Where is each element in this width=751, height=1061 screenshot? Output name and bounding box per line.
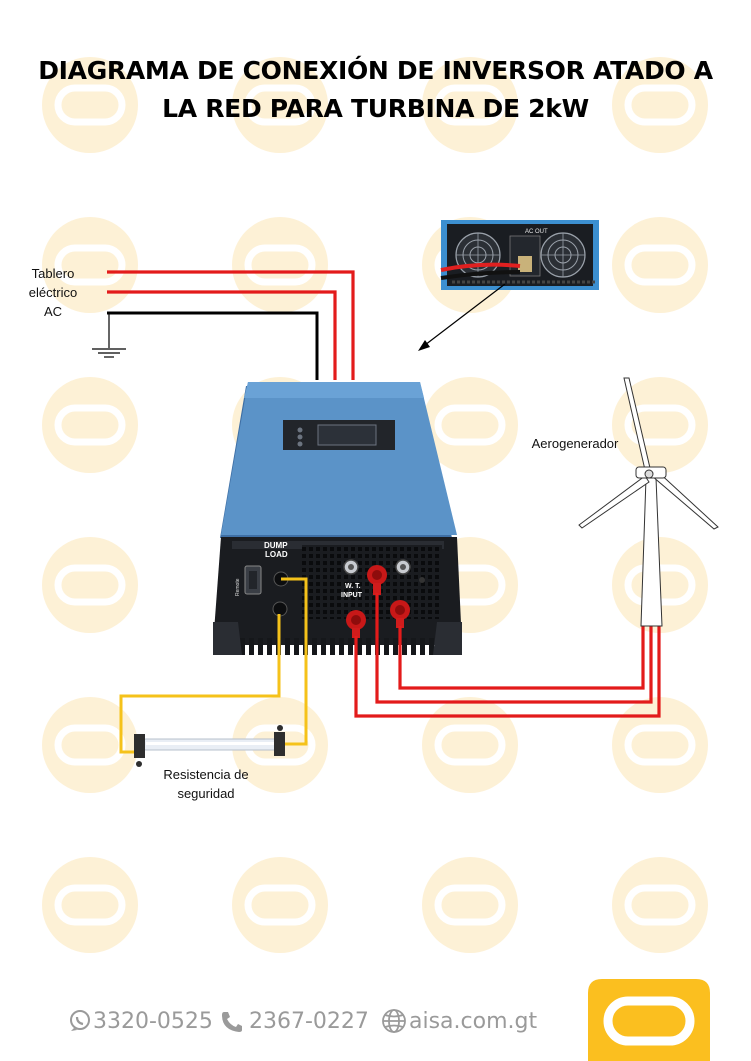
heat-sink-fin — [330, 638, 335, 655]
page-title-line-2: LA RED PARA TURBINA DE 2kW — [162, 94, 589, 123]
dump-load-terminal-2 — [272, 601, 288, 617]
globe-icon — [382, 1009, 406, 1033]
wt-input-label-1: W. T. — [345, 583, 361, 590]
safety-resistor — [134, 725, 285, 767]
turbine-blade-up — [623, 377, 651, 471]
label-electrical-panel: Tablero eléctrico AC — [18, 264, 88, 321]
dump-wire-2 — [119, 614, 281, 754]
heat-sink-fin — [312, 638, 317, 655]
turbine-blade-left — [578, 475, 650, 529]
page-title-line-1: DIAGRAMA DE CONEXIÓN DE INVERSOR ATADO A — [38, 56, 713, 85]
footer-whatsapp: 3320-0525 — [93, 1003, 213, 1039]
footer-website: aisa.com.gt — [409, 1003, 537, 1039]
inset-pointer-arrow — [418, 283, 506, 351]
wind-turbine-icon — [578, 377, 719, 627]
footer-phone: 2367-0227 — [249, 1003, 369, 1039]
heat-sink-fin — [357, 638, 362, 655]
label-electrical-panel-line-1: Tablero — [31, 266, 75, 281]
heat-sink-fin — [384, 638, 389, 655]
heat-sink-fin — [321, 638, 326, 655]
ac-phase-wire-1 — [107, 270, 355, 380]
ac-out-label: AC OUT — [525, 229, 548, 235]
heat-sink-fin — [249, 638, 254, 655]
turbine-wires — [354, 593, 661, 718]
dump-load-label-2: LOAD — [265, 550, 288, 559]
label-safety-resistor-line-2: seguridad — [177, 786, 235, 801]
heat-sink-fin — [411, 638, 416, 655]
page-title: DIAGRAMA DE CONEXIÓN DE INVERSOR ATADO A… — [20, 52, 731, 128]
whatsapp-icon — [70, 1010, 90, 1031]
turbine-phase-wire-3 — [354, 622, 661, 718]
heat-sink-fin — [267, 638, 272, 655]
heat-sink-fin — [294, 638, 299, 655]
brand-logo-icon — [588, 979, 710, 1061]
dump-load-label-1: DUMP — [264, 541, 288, 550]
heat-sink-fin — [393, 638, 398, 655]
footer-phone-number: 2367-0227 — [249, 1008, 369, 1034]
heat-sink-fin — [258, 638, 263, 655]
wt-input-label-2: INPUT — [341, 592, 363, 599]
wt-input-terminals — [346, 565, 410, 638]
turbine-phase-wire-2 — [375, 593, 653, 704]
heat-sink-fin — [339, 638, 344, 655]
turbine-tower — [640, 477, 663, 627]
dump-load-wires — [119, 577, 308, 754]
dump-wire-1 — [281, 577, 308, 746]
inverter-top-cover — [221, 382, 457, 535]
heat-sink-fin — [348, 638, 353, 655]
lcd-screen — [317, 424, 377, 446]
neutral-wire — [107, 311, 319, 380]
heat-sink-fin — [402, 638, 407, 655]
label-electrical-panel-line-3: AC — [43, 304, 63, 319]
ac-panel-wires — [92, 270, 355, 380]
remote-label: Remote — [235, 578, 241, 596]
label-safety-resistor: Resistencia de seguridad — [150, 765, 262, 803]
heat-sink-fin — [429, 638, 434, 655]
inverter-unit: DUMP LOAD W. T. INPUT Remote — [213, 382, 462, 655]
footer-website-link[interactable]: aisa.com.gt — [409, 1008, 538, 1034]
ac-phase-wire-2 — [107, 290, 337, 380]
ac-out-inset-photo: AC OUT — [440, 220, 599, 290]
footer-whatsapp-number: 3320-0525 — [93, 1008, 213, 1034]
heat-sink-fin — [240, 638, 245, 655]
turbine-phase-wire-1 — [398, 622, 645, 690]
turbine-blade-right — [651, 469, 719, 530]
label-safety-resistor-line-1: Resistencia de — [163, 767, 249, 782]
heat-sink-fin — [285, 638, 290, 655]
label-wind-turbine: Aerogenerador — [531, 436, 619, 451]
phone-icon — [222, 1012, 242, 1032]
heat-sink-fin — [420, 638, 425, 655]
ground-symbol-icon — [92, 348, 126, 358]
heat-sink-fin — [366, 638, 371, 655]
label-electrical-panel-line-2: eléctrico — [28, 285, 78, 300]
